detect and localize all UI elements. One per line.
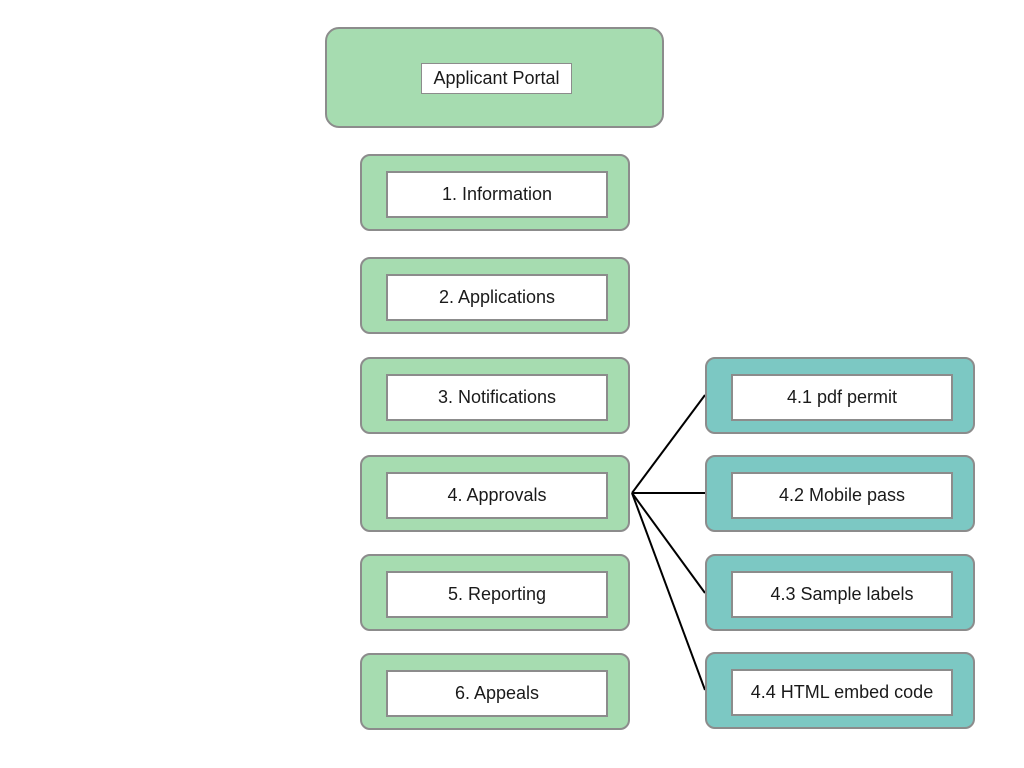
node-approvals-label: 4. Approvals — [386, 472, 608, 519]
node-notifications-label: 3. Notifications — [386, 374, 608, 421]
node-sample-labels[interactable]: 4.3 Sample labels — [705, 554, 975, 631]
node-information-label: 1. Information — [386, 171, 608, 218]
connector-approvals-to-sample-labels — [631, 492, 706, 594]
node-applications-label: 2. Applications — [386, 274, 608, 321]
node-pdf-permit[interactable]: 4.1 pdf permit — [705, 357, 975, 434]
applicant-portal-label: Applicant Portal — [421, 63, 572, 94]
node-notifications[interactable]: 3. Notifications — [360, 357, 630, 434]
node-mobile-pass-label: 4.2 Mobile pass — [731, 472, 953, 519]
applicant-portal-node[interactable]: Applicant Portal — [325, 27, 664, 128]
node-reporting[interactable]: 5. Reporting — [360, 554, 630, 631]
node-appeals[interactable]: 6. Appeals — [360, 653, 630, 730]
node-reporting-label: 5. Reporting — [386, 571, 608, 618]
node-approvals[interactable]: 4. Approvals — [360, 455, 630, 532]
connector-approvals-to-pdf-permit — [631, 394, 706, 494]
connector-approvals-to-html-embed-code — [631, 492, 706, 691]
node-mobile-pass[interactable]: 4.2 Mobile pass — [705, 455, 975, 532]
node-applications[interactable]: 2. Applications — [360, 257, 630, 334]
node-appeals-label: 6. Appeals — [386, 670, 608, 717]
node-information[interactable]: 1. Information — [360, 154, 630, 231]
node-sample-labels-label: 4.3 Sample labels — [731, 571, 953, 618]
node-html-embed-code-label: 4.4 HTML embed code — [731, 669, 953, 716]
node-pdf-permit-label: 4.1 pdf permit — [731, 374, 953, 421]
node-html-embed-code[interactable]: 4.4 HTML embed code — [705, 652, 975, 729]
